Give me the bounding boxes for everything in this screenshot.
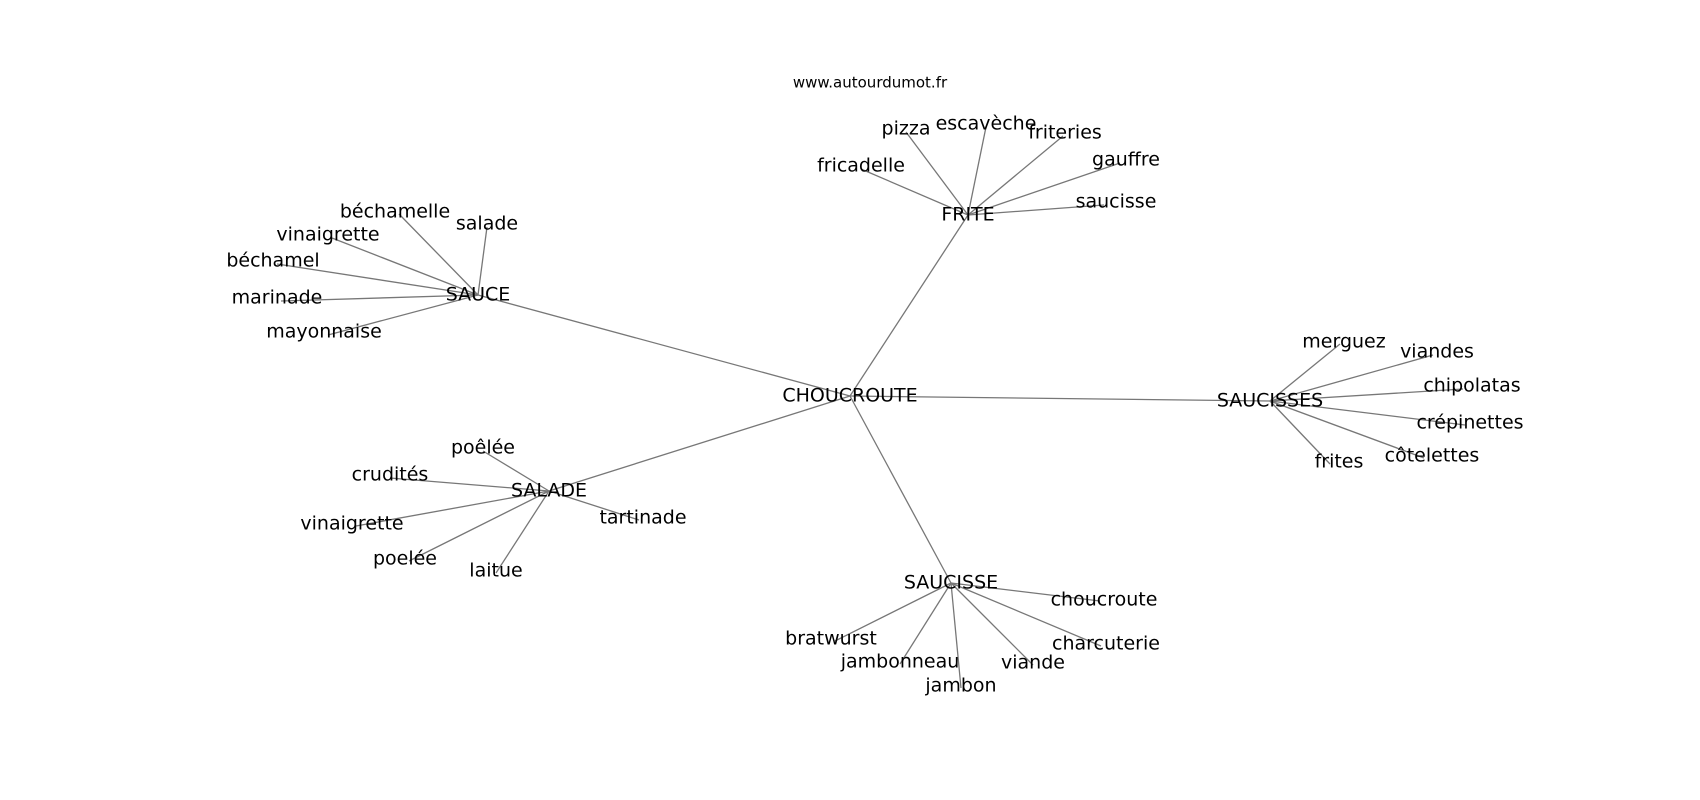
edge-root-frite (849, 214, 969, 397)
edge-salade-word (482, 450, 550, 492)
node-word: charcuterie (1052, 633, 1160, 655)
edge-root-saucisses (849, 395, 1271, 402)
edge-sauce-word (327, 294, 479, 336)
edge-saucisses-word (1269, 400, 1425, 459)
edge-saucisse-word (950, 582, 962, 689)
node-word: fricadelle (817, 155, 905, 177)
node-word: saucisse (1076, 191, 1157, 213)
node-word: gauffre (1092, 149, 1160, 171)
edge-saucisses-word (1269, 400, 1331, 465)
edge-sauce-word (331, 237, 479, 296)
node-word: laitue (469, 560, 522, 582)
node-word: béchamel (226, 250, 319, 272)
node-word: merguez (1302, 331, 1385, 353)
node-word: marinade (232, 287, 323, 309)
edge-saucisse-word (834, 582, 952, 642)
edge-saucisses-word (1269, 388, 1464, 402)
node-word: jambon (924, 675, 996, 697)
edge-sauce-word (398, 213, 479, 296)
edge-sauce-word (276, 263, 479, 296)
node-word: escavèche (936, 113, 1037, 135)
edge-sauce-word (280, 294, 479, 302)
node-word: chipolatas (1423, 375, 1520, 397)
edge-salade-word (548, 490, 640, 521)
edge-saucisse-word (950, 582, 1034, 666)
edge-salade-word (408, 490, 550, 562)
edge-frite-word (967, 162, 1121, 216)
node-hub-frite: FRITE (941, 204, 994, 226)
node-word: vinaigrette (300, 513, 403, 535)
node-word: jambonneau (840, 651, 960, 673)
source-label: www.autourdumot.fr (793, 74, 948, 92)
edge-root-saucisse (849, 395, 952, 584)
node-word: viande (1001, 652, 1065, 674)
edge-root-sauce (477, 294, 851, 397)
node-hub-saucisse: SAUCISSE (904, 572, 998, 594)
edge-saucisses-word (1269, 343, 1341, 402)
edge-sauce-word (477, 226, 488, 296)
edge-salade-word (355, 490, 550, 527)
edge-saucisse-word (899, 582, 952, 665)
graph-edges (276, 126, 1466, 689)
node-word: crudités (352, 464, 429, 486)
node-word: côtelettes (1385, 445, 1480, 467)
node-word: tartinade (599, 507, 686, 529)
node-word: bratwurst (785, 628, 877, 650)
node-word: choucroute (1051, 589, 1158, 611)
edge-saucisses-word (1269, 354, 1434, 402)
edge-frite-word (967, 204, 1105, 216)
edge-saucisse-word (950, 582, 1101, 602)
node-root: CHOUCROUTE (782, 385, 917, 407)
node-word: salade (456, 213, 518, 235)
node-word: friteries (1028, 122, 1102, 144)
edge-root-salade (548, 395, 851, 492)
node-word: vinaigrette (276, 224, 379, 246)
node-hub-saucisses: SAUCISSES (1217, 390, 1323, 412)
node-word: crépinettes (1416, 412, 1523, 434)
edge-frite-word (905, 131, 969, 216)
node-word: pizza (882, 118, 931, 140)
node-word: mayonnaise (266, 321, 382, 343)
node-word: béchamelle (340, 201, 450, 223)
edge-frite-word (967, 135, 1064, 216)
edge-salade-word (495, 490, 550, 574)
edge-frite-word (860, 168, 969, 216)
edge-saucisse-word (950, 582, 1102, 647)
node-hub-sauce: SAUCE (446, 284, 511, 306)
edge-salade-word (389, 477, 550, 492)
node-word: frites (1315, 451, 1364, 473)
node-hub-salade: SALADE (511, 480, 587, 502)
node-word: poêlée (451, 437, 515, 459)
edge-frite-word (967, 126, 987, 216)
edge-saucisses-word (1269, 400, 1466, 426)
node-word: poelée (373, 548, 437, 570)
node-word: viandes (1400, 341, 1474, 363)
